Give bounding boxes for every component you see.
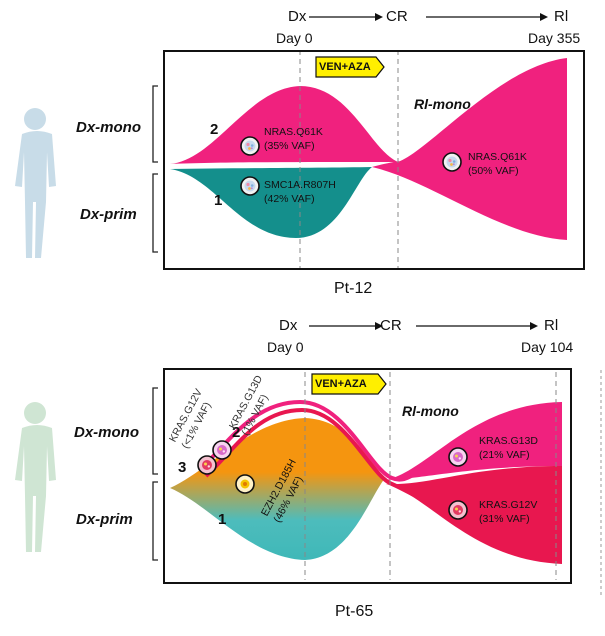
panel-caption-pt65: Pt-65 [335,603,374,620]
clone-number-1: 1 [214,192,223,209]
mutation-gene: NRAS.Q61K [468,151,527,163]
ven-aza-arrow-pt12 [315,56,385,78]
mutation-vaf: (21% VAF) [479,449,530,462]
mutation-vaf: (35% VAF) [264,140,315,153]
mutation-label-kras-g13d-rl: KRAS.G13D (21% VAF) [479,434,538,462]
day-start-label: Day 0 [267,339,304,355]
panel-pt12-frame [163,50,585,270]
panel-caption-pt12: Pt-12 [334,280,373,297]
mutation-gene: KRAS.G13D [479,435,538,447]
day-start-label: Day 0 [276,30,313,46]
day-end-label: Day 355 [528,30,581,46]
timeline-arrow-dx-cr [309,13,383,21]
timeline-arrow-cr-rl [416,322,538,330]
panel-pt65-frame [163,368,572,584]
timeline-cr-label: CR [380,317,402,334]
mutation-gene: NRAS.Q61K [264,126,323,138]
clone-number-2: 2 [232,424,241,441]
dx-prim-stream-pt12 [170,167,372,238]
rl-mono-stream-pt65 [386,402,562,480]
mutation-label-nras-dx: NRAS.Q61K (35% VAF) [264,125,323,153]
bracket-dx-mono-pt12 [152,85,158,163]
bracket-dx-mono-pt65 [152,387,158,475]
person-silhouette-icon [15,402,56,552]
dx-mono-stream-pt12 [170,86,398,164]
timeline-rl-label: Rl [544,317,559,334]
timeline-dx-label: Dx [288,8,307,25]
timeline-arrow-cr-rl [426,13,548,21]
clone-number-1: 1 [218,511,227,528]
mutation-label-smc1a-dx: SMC1A.R807H (42% VAF) [264,178,336,206]
bracket-dx-prim-pt65 [152,481,158,561]
ven-aza-arrow-pt65 [311,373,387,395]
row-label-dx-prim: Dx-prim [80,206,137,223]
ven-aza-label: VEN+AZA [319,61,371,73]
rl-mono-stream-pt12 [372,58,567,240]
row-label-dx-mono: Dx-mono [74,424,139,441]
row-label-dx-prim: Dx-prim [76,511,133,528]
timeline-rl-label: Rl [554,8,569,25]
mutation-vaf: (31% VAF) [479,513,530,526]
relapse-label: Rl-mono [414,96,471,112]
timeline-cr-label: CR [386,8,408,25]
bracket-dx-prim-pt12 [152,173,158,253]
rl-mono-stream-red-pt65 [386,466,562,564]
mutation-gene: SMC1A.R807H [264,179,336,191]
mutation-label-nras-rl: NRAS.Q61K (50% VAF) [468,150,527,178]
clone-number-3: 3 [178,459,187,476]
timeline-dx-label: Dx [279,317,298,334]
mutation-gene: KRAS.G12V [479,499,538,511]
mutation-label-kras-g12v-rl: KRAS.G12V (31% VAF) [479,498,537,526]
relapse-label: Rl-mono [402,403,459,419]
day-end-label: Day 104 [521,339,574,355]
row-label-dx-mono: Dx-mono [76,119,141,136]
mutation-vaf: (50% VAF) [468,165,519,178]
timeline-arrow-dx-cr [309,322,383,330]
clone-number-2: 2 [210,121,219,138]
ven-aza-label: VEN+AZA [315,378,367,390]
person-silhouette-icon [15,108,56,258]
mutation-vaf: (42% VAF) [264,193,315,206]
